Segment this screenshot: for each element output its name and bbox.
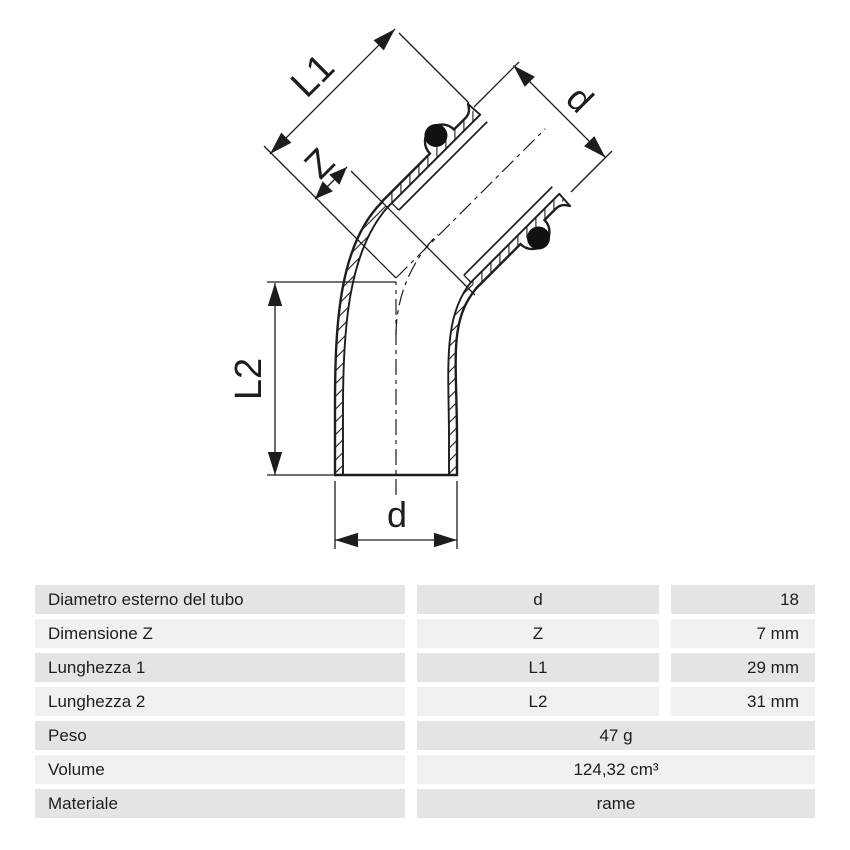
socket-center-line <box>395 128 546 279</box>
table-row: Dimensione Z Z 7 mm <box>35 619 815 648</box>
fitting-technical-drawing: L1 Z d L2 d <box>228 28 613 549</box>
label-l2: L2 <box>228 358 270 400</box>
dimension-d-socket: d <box>513 65 606 158</box>
oring-seal-upper <box>424 124 448 148</box>
spec-label: Lunghezza 2 <box>35 687 405 716</box>
dimension-l2: L2 <box>228 283 283 475</box>
table-row: Peso 47 g <box>35 721 815 750</box>
spec-value: 31 mm <box>671 687 815 716</box>
spec-label: Diametro esterno del tubo <box>35 585 405 614</box>
left-wall-hatch <box>335 202 388 475</box>
spec-symbol: d <box>417 585 659 614</box>
center-lines <box>395 233 439 495</box>
spec-value: 18 <box>671 585 815 614</box>
table-row: Diametro esterno del tubo d 18 <box>35 585 815 614</box>
dimension-l1: L1 <box>269 28 396 155</box>
spec-label: Volume <box>35 755 405 784</box>
spec-label: Peso <box>35 721 405 750</box>
spec-value: 29 mm <box>671 653 815 682</box>
spec-symbol: Z <box>417 619 659 648</box>
table-row: Lunghezza 1 L1 29 mm <box>35 653 815 682</box>
spec-value: rame <box>417 789 815 818</box>
table-row: Volume 124,32 cm³ <box>35 755 815 784</box>
spec-label: Lunghezza 1 <box>35 653 405 682</box>
table-row: Lunghezza 2 L2 31 mm <box>35 687 815 716</box>
dimension-z: Z <box>297 141 348 200</box>
extension-lines <box>263 32 613 549</box>
oring-seal-lower <box>526 226 550 250</box>
right-wall-hatch <box>448 282 477 475</box>
spec-symbol: L1 <box>417 653 659 682</box>
press-socket <box>380 102 572 290</box>
spec-symbol: L2 <box>417 687 659 716</box>
spec-label: Materiale <box>35 789 405 818</box>
spec-label: Dimensione Z <box>35 619 405 648</box>
spec-table: Diametro esterno del tubo d 18 Dimension… <box>35 585 815 823</box>
table-row: Materiale rame <box>35 789 815 818</box>
spec-value: 124,32 cm³ <box>417 755 815 784</box>
dimension-d-tube: d <box>335 494 457 548</box>
spec-value: 7 mm <box>671 619 815 648</box>
label-d-tube: d <box>387 494 407 535</box>
label-d-socket: d <box>558 77 601 120</box>
spec-value: 47 g <box>417 721 815 750</box>
label-l1: L1 <box>283 46 343 106</box>
fitting-body <box>333 200 478 477</box>
